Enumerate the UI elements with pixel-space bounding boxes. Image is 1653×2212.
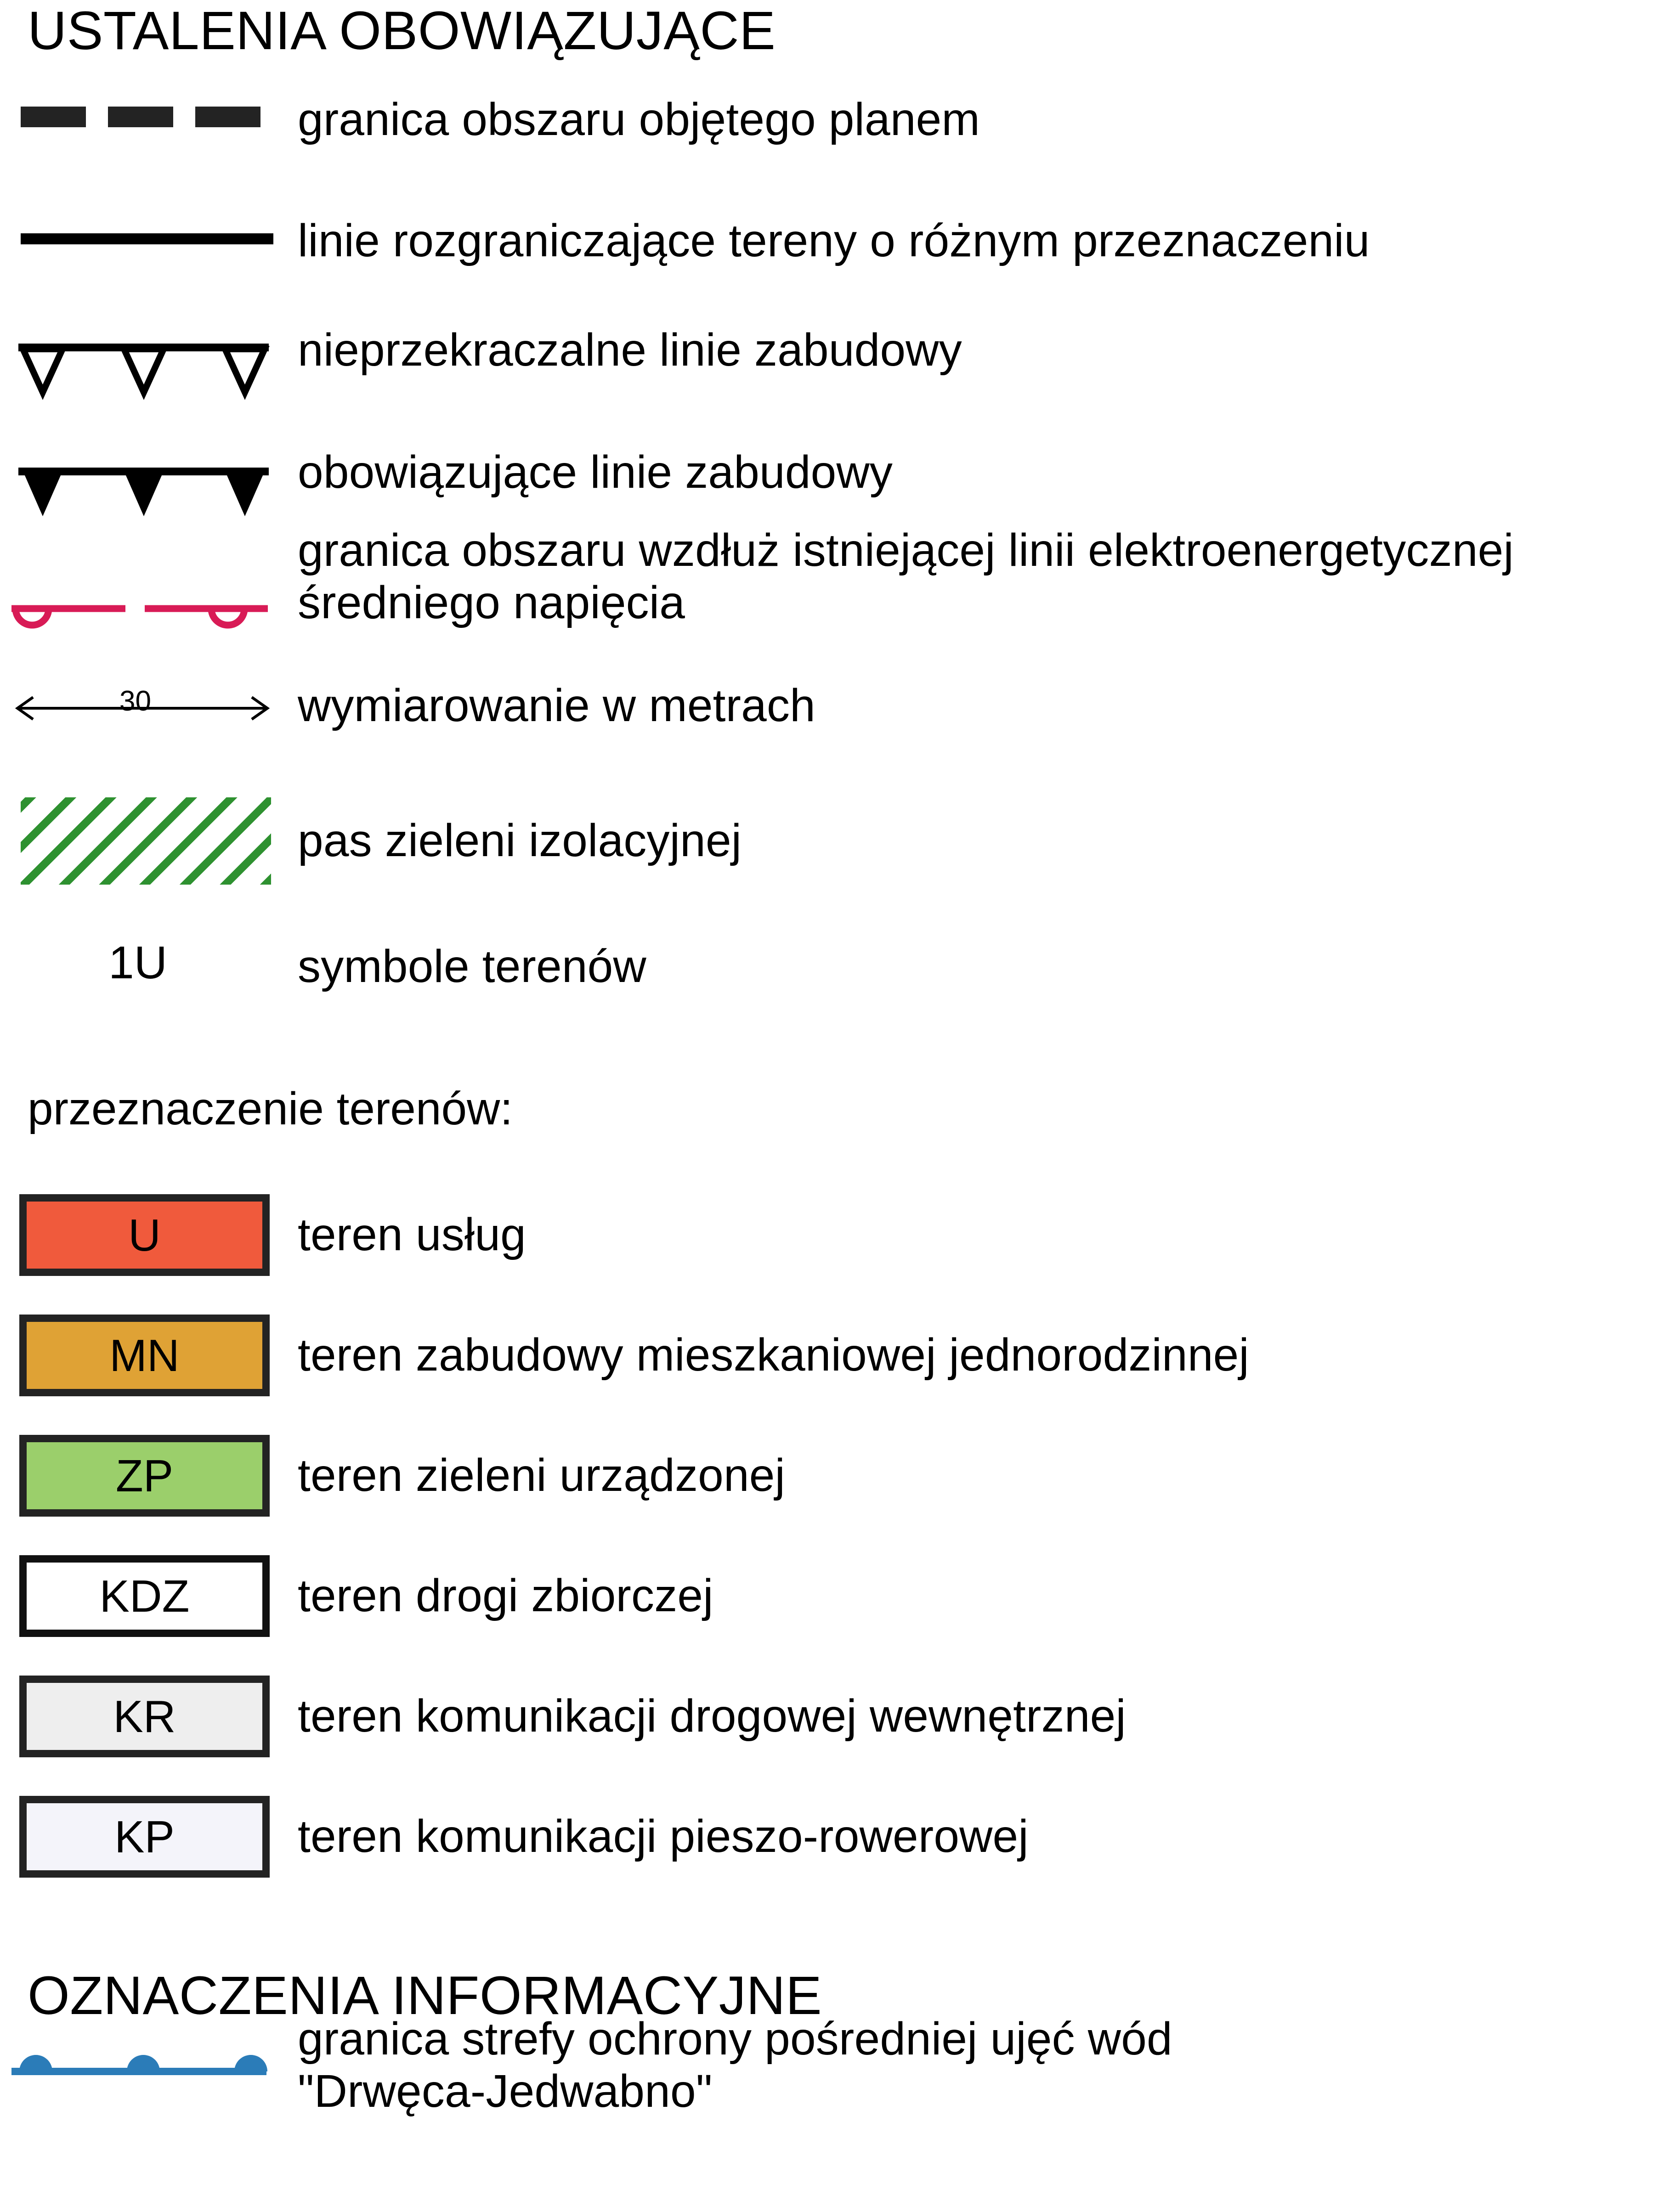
- landuse-code-zp: ZP: [115, 1450, 174, 1501]
- landuse-swatch-zp: ZP: [19, 1435, 270, 1517]
- landuse-code-kp: KP: [114, 1811, 175, 1862]
- legend-label-landuse-kp: teren komunikacji pieszo-rowerowej: [298, 1811, 1029, 1862]
- legend-row-dimensioning: 30 wymiarowanie w metrach: [0, 680, 1653, 733]
- terrain-code-sample: 1U: [108, 937, 167, 988]
- dashed-boundary-line-icon: [21, 107, 260, 127]
- legend-row-mv-line-boundary: granica obszaru wzdłuż istniejącej linii…: [0, 525, 1653, 629]
- legend-row-nonbinding-building-line: nieprzekraczalne linie zabudowy: [0, 324, 1653, 400]
- landuse-code-kdz: KDZ: [99, 1571, 190, 1621]
- legend-row-plan-boundary: granica obszaru objętego planem: [0, 94, 1653, 147]
- legend-row-landuse-mn: MN teren zabudowy mieszkaniowej jednorod…: [0, 1315, 1653, 1396]
- legend-label-landuse-u: teren usług: [298, 1209, 526, 1260]
- legend-label-nonbinding-building-line: nieprzekraczalne linie zabudowy: [298, 324, 962, 376]
- legend-row-landuse-kr: KR teren komunikacji drogowej wewnętrzne…: [0, 1676, 1653, 1757]
- solid-divider-line-icon: [21, 233, 273, 244]
- landuse-swatch-u: U: [19, 1194, 270, 1276]
- legend-label-water-protection-zone: granica strefy ochrony pośredniej ujęć w…: [276, 2013, 1172, 2117]
- landuse-swatch-kdz: KDZ: [19, 1555, 270, 1637]
- hollow-triangle-building-line-icon: [18, 344, 270, 400]
- legend-label-mv-line: granica obszaru wzdłuż istniejącej linii…: [276, 524, 1514, 629]
- landuse-code-kr: KR: [113, 1691, 176, 1742]
- green-hatch-band-icon: [21, 797, 271, 885]
- legend-label-landuse-kdz: teren drogi zbiorczej: [298, 1570, 713, 1621]
- pink-medium-voltage-line-icon: [11, 605, 268, 629]
- legend-label-divider-line: linie rozgraniczające tereny o różnym pr…: [298, 215, 1370, 266]
- legend-label-mv-line-2: średniego napięcia: [298, 577, 685, 628]
- legend-row-green-buffer: pas zieleni izolacyjnej: [0, 797, 1653, 885]
- legend-row-divider-line: linie rozgraniczające tereny o różnym pr…: [0, 215, 1653, 268]
- section-heading-informational: OZNACZENIA INFORMACYJNE: [28, 1965, 822, 2026]
- legend-label-landuse-kr: teren komunikacji drogowej wewnętrznej: [298, 1690, 1126, 1742]
- legend-label-dimensioning: wymiarowanie w metrach: [298, 680, 815, 731]
- legend-row-binding-building-line: obowiązujące linie zabudowy: [0, 446, 1653, 516]
- legend-row-landuse-u: U teren usług: [0, 1194, 1653, 1276]
- legend-label-plan-boundary: granica obszaru objętego planem: [298, 94, 980, 145]
- legend-label-water-protection-zone-2: "Drwęca-Jedwabno": [298, 2065, 713, 2117]
- legend-row-terrain-symbols: 1U symbole terenów: [0, 940, 1653, 993]
- landuse-code-u: U: [128, 1210, 161, 1260]
- legend-row-landuse-kp: KP teren komunikacji pieszo-rowerowej: [0, 1796, 1653, 1878]
- legend-label-landuse-zp: teren zieleni urządzonej: [298, 1450, 786, 1501]
- legend-label-landuse-mn: teren zabudowy mieszkaniowej jednorodzin…: [298, 1329, 1249, 1381]
- filled-triangle-building-line-icon: [18, 468, 269, 516]
- landuse-intro-text: przeznaczenie terenów:: [28, 1083, 513, 1134]
- legend-label-water-protection-zone-1: granica strefy ochrony pośredniej ujęć w…: [298, 2013, 1172, 2065]
- legend-row-landuse-kdz: KDZ teren drogi zbiorczej: [0, 1555, 1653, 1637]
- legend-label-terrain-symbols: symbole terenów: [298, 941, 646, 992]
- legend-label-green-buffer: pas zieleni izolacyjnej: [298, 815, 742, 866]
- landuse-swatch-kp: KP: [19, 1796, 270, 1878]
- landuse-swatch-kr: KR: [19, 1676, 270, 1757]
- dimension-arrow-icon: 30: [9, 687, 276, 731]
- dimension-value: 30: [119, 685, 151, 717]
- legend-row-landuse-zp: ZP teren zieleni urządzonej: [0, 1435, 1653, 1517]
- landuse-swatch-mn: MN: [19, 1315, 270, 1396]
- legend-label-mv-line-1: granica obszaru wzdłuż istniejącej linii…: [298, 525, 1514, 576]
- landuse-code-mn: MN: [109, 1330, 180, 1381]
- blue-protection-zone-line-icon: [11, 2055, 267, 2075]
- legend-label-binding-building-line: obowiązujące linie zabudowy: [298, 446, 893, 498]
- section-heading-binding: USTALENIA OBOWIĄZUJĄCE: [28, 0, 776, 61]
- legend-row-water-protection-zone: granica strefy ochrony pośredniej ujęć w…: [0, 2013, 1653, 2117]
